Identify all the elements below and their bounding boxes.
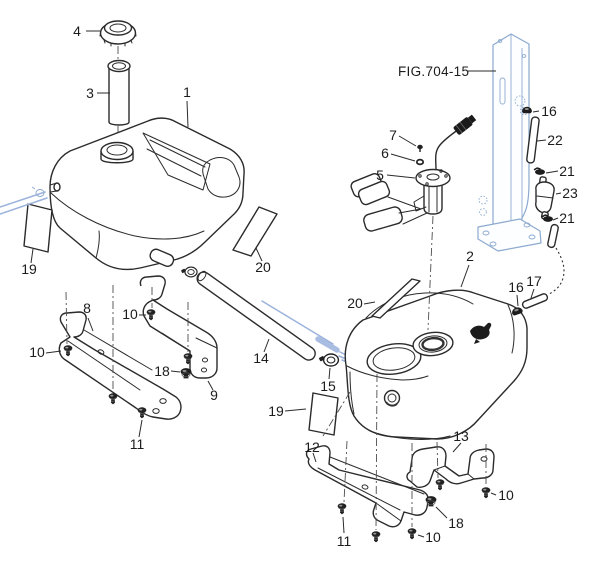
bolt-unlabeled-b — [371, 530, 381, 543]
clamp-21-upper — [533, 167, 546, 176]
callout-18-a: 18 — [154, 363, 170, 379]
decal-19-left — [23, 203, 53, 253]
fuel-tank-left — [49, 117, 245, 278]
callout-18-b: 18 — [448, 515, 464, 531]
callout-19-left: 19 — [21, 261, 37, 277]
bolt-unlabeled-a — [108, 392, 118, 405]
callout-1: 1 — [183, 84, 191, 100]
leader-lines — [30, 30, 562, 538]
callout-15: 15 — [320, 378, 336, 394]
callout-3: 3 — [86, 85, 94, 101]
callout-19-right: 19 — [268, 403, 284, 419]
bolt-10-d — [481, 486, 491, 499]
callout-16-top: 16 — [541, 103, 557, 119]
mount-bracket-9 — [139, 275, 218, 379]
bolt-11-b — [337, 502, 347, 515]
callout-22: 22 — [547, 132, 563, 148]
callout-9: 9 — [210, 387, 218, 403]
callout-10-c: 10 — [425, 529, 441, 545]
callout-10-a: 10 — [29, 344, 45, 360]
fuel-cap — [99, 20, 137, 47]
clamp-21-lower — [541, 214, 554, 223]
callout-20-left: 20 — [255, 259, 271, 275]
callout-11-b: 11 — [337, 533, 352, 549]
bolt-above-18b — [435, 478, 445, 491]
handle-recess — [470, 322, 492, 340]
callout-12: 12 — [304, 439, 320, 455]
callout-21-upper: 21 — [559, 163, 575, 179]
decal-20-left — [232, 206, 278, 257]
mount-bracket-8 — [58, 311, 182, 420]
outlet-clamp — [180, 266, 198, 278]
decal-20-right — [371, 278, 421, 319]
mount-bracket-13 — [406, 446, 495, 488]
left-edge-hose-highlight — [0, 186, 48, 215]
callout-21-lower: 21 — [559, 210, 575, 226]
callout-5: 5 — [376, 167, 384, 183]
callout-8: 8 — [83, 300, 91, 316]
flange-bolt-18-a — [180, 367, 192, 379]
callout-13: 13 — [453, 428, 469, 444]
sender-screw-7 — [417, 144, 423, 152]
construction-lines — [65, 215, 487, 531]
figure-reference-label: FIG.704-15 — [398, 64, 469, 79]
callout-17: 17 — [526, 273, 542, 289]
fuel-hose-end — [315, 336, 340, 353]
callout-10-d: 10 — [498, 487, 514, 503]
callout-6: 6 — [381, 145, 389, 161]
connector-tube — [196, 270, 316, 361]
mount-bracket-12 — [305, 445, 429, 528]
callout-4: 4 — [73, 23, 81, 39]
callout-14: 14 — [253, 350, 269, 366]
callout-10-b: 10 — [122, 306, 138, 322]
callout-2: 2 — [466, 248, 474, 264]
callout-7: 7 — [389, 127, 397, 143]
fuel-hose-highlight — [261, 300, 334, 345]
callout-23: 23 — [562, 185, 578, 201]
callout-16-tank: 16 — [508, 279, 524, 295]
sender-grommet-6 — [415, 158, 425, 166]
hose-clamp-15 — [317, 353, 340, 367]
decal-19-right — [308, 392, 339, 436]
callout-20-right: 20 — [347, 295, 363, 311]
filler-neck — [107, 59, 131, 126]
fuel-hose-22 — [526, 116, 540, 164]
fuel-sender-unit — [350, 114, 477, 232]
callout-11-a: 11 — [130, 436, 145, 452]
routing-dotted-line — [548, 247, 565, 295]
hose-stub — [547, 223, 559, 249]
fuel-tank-right — [344, 289, 528, 440]
fuel-filter-23 — [535, 176, 555, 220]
breather-hose-17 — [521, 293, 549, 309]
bolt-10-c — [407, 527, 417, 540]
